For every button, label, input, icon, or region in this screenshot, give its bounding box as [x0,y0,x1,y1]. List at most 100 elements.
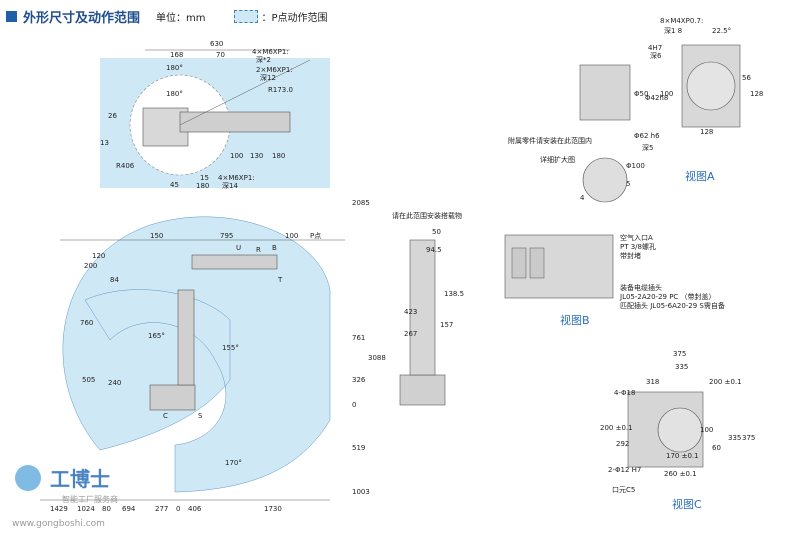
dim-180-top: 180° [166,64,183,72]
dim-100: 100 [230,152,243,160]
dim-1003: 1003 [352,488,370,496]
dim-0v: 0 [352,401,356,409]
axis-b: B [272,244,277,252]
view-c-label: 视图C [672,497,702,511]
side-view: 150 795 100 P点 U R B T 120 200 84 760 50… [40,199,386,513]
dim-phi42h8: Φ42h8 [645,94,668,102]
note-attachment: 附属零件请安装在此范围内 [508,136,592,145]
dim-1730: 1730 [264,505,282,513]
dim-1429: 1429 [50,505,68,513]
view-a-flange-circle [686,61,736,111]
dim-100a: 100 [660,90,673,98]
dim-phi50: Φ50 [634,90,648,98]
payload-note: 请在此范围安装搭载物 [392,211,462,220]
view-c-turret [657,407,703,453]
top-view-leader [179,59,311,126]
dim-630: 630 [210,40,223,48]
angle-155: 155° [222,344,239,352]
dim-26: 26 [108,112,117,120]
p-point-label: P点 [310,232,321,240]
view-a: 8×M4XP0.7: 深1 8 22.5° 4H7 深6 Φ50 Φ42h8 1… [508,17,763,203]
dim-180: 180 [272,152,285,160]
dim-200-left: 200 ±0.1 [600,424,633,432]
dim-120: 120 [92,252,105,260]
watermark-url: www.gongboshi.com [12,519,105,529]
dim-505: 505 [82,376,95,384]
dim-375top: 375 [673,350,686,358]
note-jl05-2a: JL05-2A20-29 PC （带封盖） [619,292,716,301]
dim-13: 13 [100,139,109,147]
view-a-label: 视图A [685,169,715,183]
dim-depth12: 深12 [260,73,276,82]
dim-4: 4 [580,194,585,202]
dim-4-phi18: 4-Φ18 [614,389,635,397]
front-view-base [399,374,446,406]
note-air-inlet: 空气入口A [620,233,653,242]
dim-326: 326 [352,376,366,384]
dim-694: 694 [122,505,136,513]
dim-180-bottom: 180 [196,182,209,190]
angle-165: 165° [148,332,165,340]
dim-m6-1: 4×M6XP1: [252,48,289,56]
front-view: 请在此范围安装搭载物 50 94.5 138.5 423 157 267 [392,211,464,406]
view-c: 375 335 318 200 ±0.1 4-Φ18 200 ±0.1 292 … [600,350,755,511]
note-cable-plug: 装备电缆插头 [620,283,662,292]
dim-795: 795 [220,232,233,240]
title-marker-icon [6,10,17,22]
dim-130: 130 [250,152,263,160]
dim-1024: 1024 [77,505,95,513]
front-view-body [409,239,436,376]
axis-t: T [277,276,283,284]
axis-u: U [236,244,241,252]
side-view-range-area [62,216,331,493]
dim-267: 267 [404,330,417,338]
view-a-detail-circle [582,157,628,203]
dim-180-inner: 180° [166,90,183,98]
dim-94-5: 94.5 [426,246,442,254]
dim-15: 15 [200,174,209,182]
side-view-upper-arm [191,254,278,270]
dim-100c: 100 [700,426,713,434]
dim-200-top: 200 ±0.1 [709,378,742,386]
dim-phi100: Φ100 [626,162,645,170]
dim-56: 56 [742,74,751,82]
dim-3088: 3088 [368,354,386,362]
dim-80: 80 [102,505,111,513]
dim-128v: 128 [750,90,763,98]
axis-r: R [256,246,261,254]
note-jl05-6a: 匹配插头 JL05-6A20-29 S需自备 [620,301,725,310]
dim-170: 170 ±0.1 [666,452,699,460]
view-b: 空气入口A PT 3/8螺孔 带封堵 装备电缆插头 JL05-2A20-29 P… [504,233,725,327]
note-plugged: 带封堵 [620,251,641,260]
dim-335-right: 335 [728,434,741,442]
dim-4h7: 4H7 [648,44,662,52]
dim-depth5: 深5 [642,143,653,152]
dim-phi62h6: Φ62 h6 [634,132,660,140]
dim-depth14: 深14 [222,181,238,190]
dim-150: 150 [150,232,163,240]
top-view: 168 630 70 4×M6XP1: 深*2 2×M6XP1: 深12 R17… [100,40,330,190]
dim-519: 519 [352,444,365,452]
page-title: 外形尺寸及动作范围 [23,10,141,26]
axis-s: S [198,412,203,420]
view-b-connector-2 [529,247,545,279]
dim-m6-3: 4×M6XP1: [218,174,255,182]
dim-5: 5 [626,180,630,188]
dim-406: 406 [188,505,202,513]
dim-292: 292 [616,440,629,448]
side-view-lower-arm [177,289,195,386]
header: 外形尺寸及动作范围 单位：mm ：P点动作范围 [6,8,328,26]
dim-84: 84 [110,276,119,284]
side-view-base [149,384,196,411]
dim-375-right: 375 [742,434,755,442]
angle-170: 170° [225,459,242,467]
note-pt-thread: PT 3/8螺孔 [620,242,656,251]
dim-m6-2: 2×M6XP1: [256,66,293,74]
watermark-tagline: 智能工厂服务商 [62,494,118,504]
dim-depth18: 深1 8 [664,26,682,35]
dim-2085: 2085 [352,199,370,207]
watermark: 工博士 智能工厂服务商 www.gongboshi.com [12,465,118,529]
dim-50: 50 [432,228,441,236]
dim-r173: R173.0 [268,86,293,94]
unit-label: 单位：mm [156,12,206,24]
